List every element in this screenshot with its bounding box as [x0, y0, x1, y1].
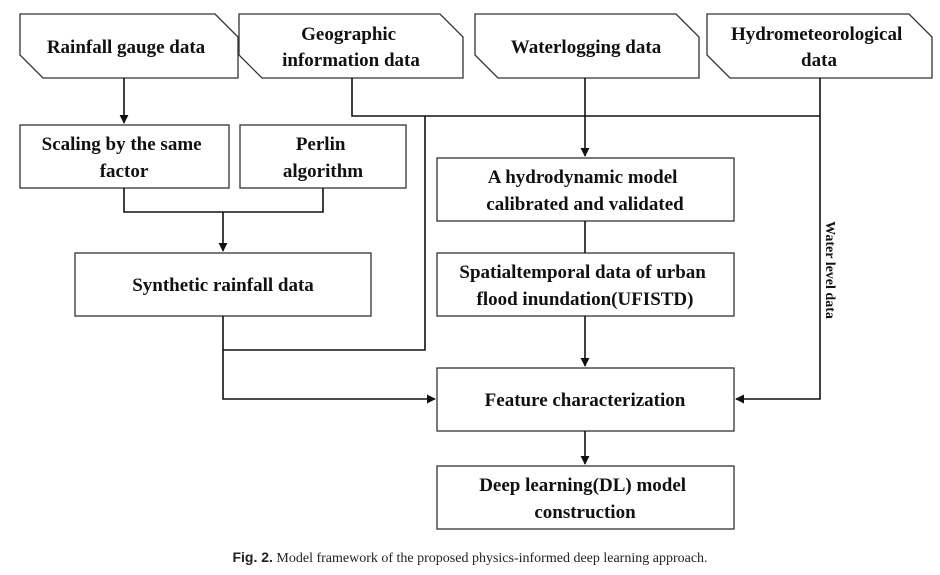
feature-label: Feature characterization [485, 390, 686, 411]
rainfall-gauge-label: Rainfall gauge data [47, 37, 206, 58]
geographic-label: Geographic information data [282, 24, 420, 71]
scaling-label: Scaling by the same factor [42, 134, 207, 182]
geographic-to-bus-line [351, 78, 820, 117]
perlin-box [239, 124, 407, 189]
dl-model-label: Deep learning(DL) model construction [479, 475, 691, 523]
ufistd-box [436, 252, 735, 317]
figure-caption: Fig. 2. Model framework of the proposed … [0, 549, 940, 567]
hydrometeorological-label: Hydrometeorological data [731, 24, 907, 71]
hydrodynamic-label: A hydrodynamic model calibrated and vali… [486, 167, 684, 215]
synthetic-label: Synthetic rainfall data [132, 275, 314, 296]
hydrodynamic-box [436, 157, 735, 222]
caption-text: Model framework of the proposed physics-… [276, 551, 708, 566]
ufistd-label: Spatialtemporal data of urban flood inun… [459, 262, 710, 310]
waterlogging-shape [474, 13, 700, 79]
geographic-shape [238, 13, 464, 79]
water-level-to-feature-arrow [735, 78, 821, 404]
dl-model-box [436, 465, 735, 530]
hydrometeorological-shape [706, 13, 933, 79]
perlin-label: Perlin algorithm [283, 134, 363, 182]
water-level-label: Water level data [822, 221, 837, 319]
synthetic-box [74, 252, 372, 317]
bus-to-synthetic-join-line [223, 116, 426, 351]
rainfall-gauge-shape [19, 13, 239, 79]
caption-label: Fig. 2. [232, 549, 273, 565]
waterlogging-label: Waterlogging data [511, 37, 662, 58]
scaling-perlin-merge-line [123, 188, 324, 213]
scaling-box [19, 124, 230, 189]
synthetic-to-feature-arrow [222, 316, 436, 404]
